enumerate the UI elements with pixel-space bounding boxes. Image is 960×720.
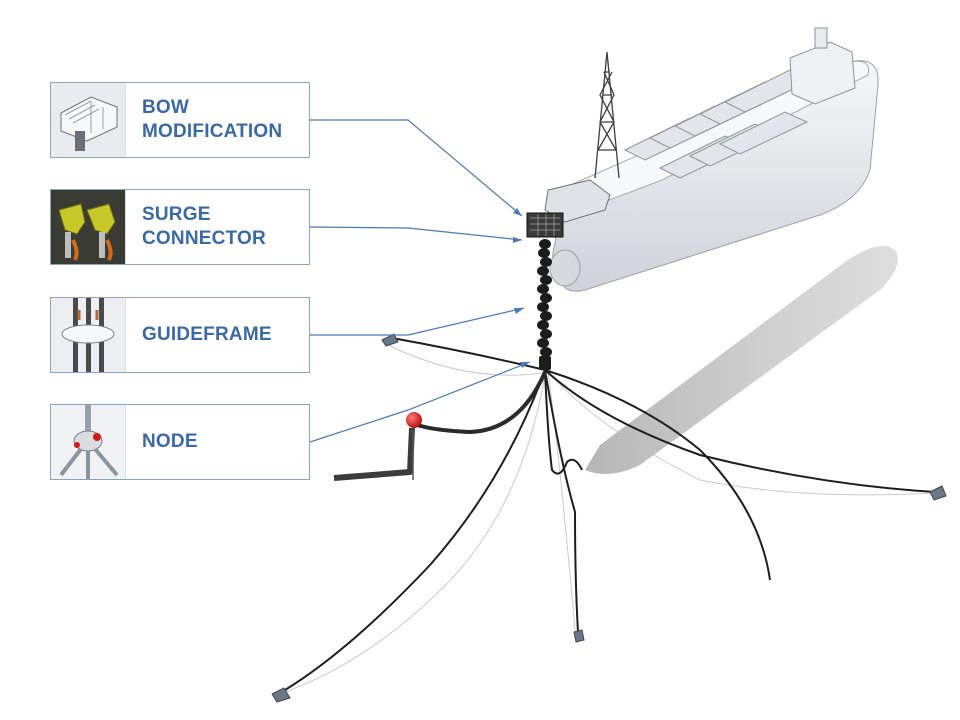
ship-funnel bbox=[814, 27, 828, 49]
anchor-s bbox=[573, 629, 585, 643]
callout-bow-modification: BOW MODIFICATION bbox=[50, 82, 310, 158]
anchor-nw bbox=[381, 333, 399, 347]
ship-bow-bulb bbox=[549, 249, 581, 287]
leader-guide bbox=[310, 307, 525, 336]
buoy bbox=[406, 412, 422, 428]
anchors bbox=[271, 333, 947, 703]
ship-accommodation bbox=[789, 41, 856, 105]
deck-modules bbox=[623, 69, 814, 179]
surge-connector-thumbnail bbox=[51, 190, 126, 264]
mooring-lines bbox=[284, 337, 936, 691]
anchor-sw bbox=[271, 687, 291, 703]
callout-label-surge-connector: SURGE CONNECTOR bbox=[142, 204, 266, 249]
seabed-pipeline bbox=[333, 427, 415, 481]
flexible-flowline bbox=[409, 371, 547, 435]
seabed-faint-lines bbox=[284, 344, 936, 693]
bow-platform bbox=[544, 179, 611, 223]
callout-surge-connector: SURGE CONNECTOR bbox=[50, 189, 310, 265]
node-thumbnail bbox=[51, 405, 126, 479]
bow-modification-thumbnail bbox=[51, 83, 126, 157]
leader-arrowheads bbox=[513, 208, 530, 368]
surge-connector-block bbox=[526, 212, 564, 238]
callout-label-bow-modification: BOW MODIFICATION bbox=[142, 97, 283, 142]
derrick-tower bbox=[594, 51, 620, 179]
ship-shadow bbox=[585, 246, 898, 474]
riser-chain bbox=[537, 239, 552, 370]
leader-lines bbox=[309, 119, 531, 443]
callout-guideframe: GUIDEFRAME bbox=[50, 297, 310, 373]
callout-label-node: NODE bbox=[142, 431, 198, 452]
leader-bow bbox=[310, 119, 523, 217]
callout-node: NODE bbox=[50, 404, 310, 480]
guideframe-thumbnail bbox=[51, 298, 126, 372]
leader-node bbox=[309, 361, 531, 443]
fpso-ship bbox=[544, 27, 879, 292]
callout-label-guideframe: GUIDEFRAME bbox=[142, 324, 272, 345]
anchor-e bbox=[929, 485, 947, 501]
leader-surge bbox=[309, 226, 523, 241]
surge-connector-grid bbox=[530, 214, 560, 236]
